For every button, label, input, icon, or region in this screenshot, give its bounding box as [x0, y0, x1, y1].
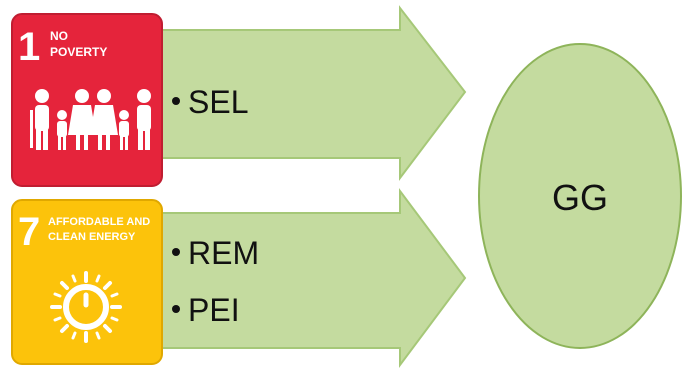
item-sel: SEL	[188, 84, 248, 120]
sdg-1-number: 1	[18, 25, 40, 69]
bullet-dot	[172, 97, 180, 105]
sdg-7-title-line2: CLEAN ENERGY	[48, 231, 136, 243]
bullet-dot	[172, 248, 180, 256]
sdg-7-number: 7	[18, 210, 40, 254]
sdg-1-tile: 1 NO POVERTY	[11, 13, 163, 187]
top-arrow-items: SEL	[172, 84, 248, 120]
family-icon	[30, 89, 151, 150]
item-pei: PEI	[188, 292, 240, 328]
bottom-arrow-items: REM PEI	[172, 235, 259, 328]
goal-circle-shape	[478, 43, 682, 349]
sdg-7-title-line1: AFFORDABLE AND	[48, 216, 150, 228]
goal-circle: GG	[478, 43, 682, 349]
item-rem: REM	[188, 235, 259, 271]
arrow-top	[149, 5, 467, 181]
arrow-bottom	[149, 187, 467, 369]
sdg-7-tile: 7 AFFORDABLE AND CLEAN ENERGY	[11, 199, 163, 365]
sun-power-icon	[50, 271, 122, 343]
bullet-dot	[172, 305, 180, 313]
sdg-1-title-line1: NO	[50, 29, 68, 43]
sdg-1-title-line2: POVERTY	[50, 45, 107, 59]
goal-label: GG	[552, 177, 608, 218]
